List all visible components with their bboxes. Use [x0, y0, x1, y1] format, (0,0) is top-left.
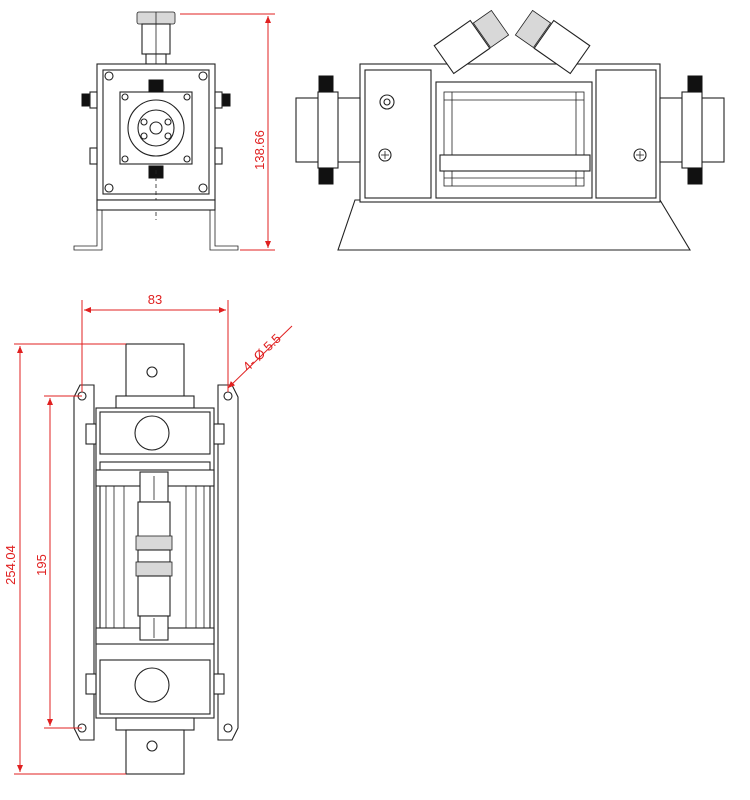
- length-dimension: 254.04: [3, 343, 126, 775]
- eyepiece-left: [433, 9, 510, 75]
- dim-holes-label: 4- Ø 5.5: [240, 331, 284, 374]
- side-view: [295, 9, 725, 251]
- dim-width-label: 83: [148, 292, 162, 307]
- dim-spacing-label: 195: [34, 554, 49, 576]
- front-view: [73, 11, 239, 251]
- height-dimension: 138.66: [180, 13, 275, 251]
- hole-callout: 4- Ø 5.5: [227, 325, 293, 389]
- dim-height-label: 138.66: [252, 130, 267, 170]
- top-view: [73, 343, 239, 775]
- eyepiece-right: [514, 9, 591, 75]
- width-dimension: 83: [81, 292, 229, 392]
- dim-length-label: 254.04: [3, 545, 18, 585]
- spacing-dimension: 195: [34, 395, 82, 729]
